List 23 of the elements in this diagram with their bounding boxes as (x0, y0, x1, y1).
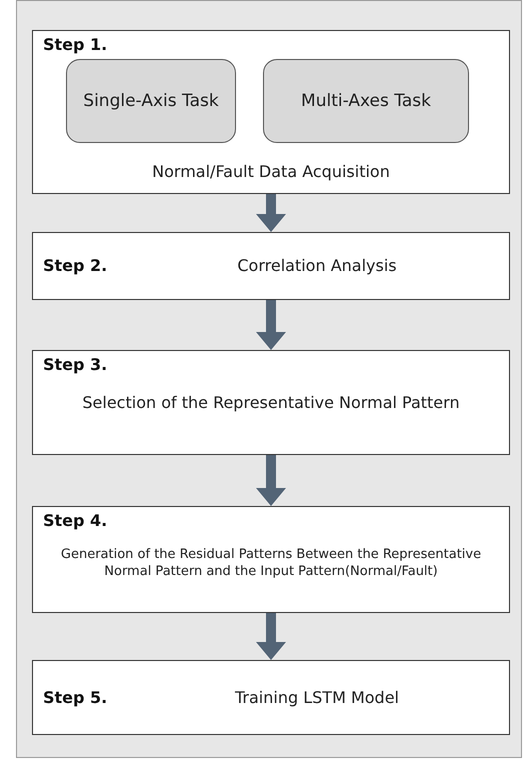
arrow (256, 455, 286, 506)
step-box (32, 350, 510, 455)
step-description: Training LSTM Model (234, 688, 400, 708)
step-heading: Step 5. (43, 688, 108, 706)
step-box (32, 660, 510, 735)
step-box (32, 506, 510, 613)
arrow (256, 613, 286, 660)
task-label: Multi-Axes Task (301, 91, 431, 111)
step-description: Generation of the Residual Patterns Between the Representative Normal Pattern and the Input Pattern(Normal/Fault) (60, 547, 482, 581)
step-description: Normal/Fault Data Acquisition (151, 162, 391, 183)
arrow (256, 194, 286, 232)
task-box (263, 59, 469, 143)
step-description: Correlation Analysis (236, 256, 398, 277)
step-heading: Step 1. (43, 35, 108, 54)
step-box (32, 232, 510, 300)
step-heading: Step 3. (43, 355, 108, 374)
task-box (66, 59, 236, 143)
step-heading: Step 4. (43, 511, 108, 530)
step-box (32, 30, 510, 194)
task-label: Single-Axis Task (83, 91, 219, 111)
arrow (256, 300, 286, 350)
step-description: Selection of the Representative Normal Pattern (81, 393, 461, 414)
step-heading: Step 2. (43, 256, 108, 275)
